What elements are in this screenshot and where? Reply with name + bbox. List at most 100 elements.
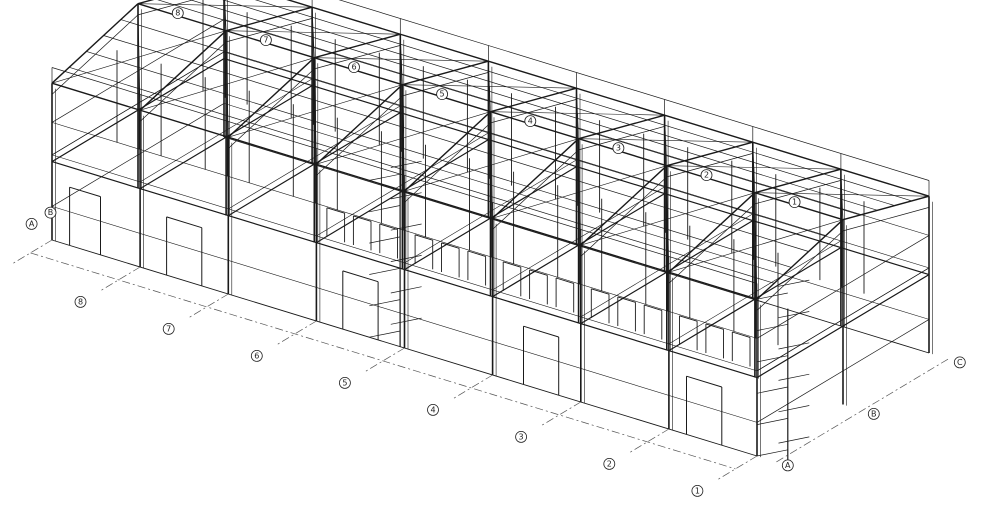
roof-bubble-3-text: 3 — [616, 144, 621, 153]
grid-right-C-circle — [953, 356, 966, 369]
grid-bubble-5-text: 5 — [342, 378, 347, 387]
grid-bubble-2-circle — [603, 457, 616, 470]
rafter — [492, 138, 580, 219]
rafter-lower-chord — [51, 14, 139, 95]
grid-dash-tick — [718, 455, 758, 480]
grid-left-A-circle — [25, 217, 38, 230]
girt — [223, 51, 930, 269]
purlin — [157, 0, 861, 216]
stair-flight — [390, 317, 422, 325]
purlin — [189, 0, 878, 211]
mezzanine-window — [326, 207, 345, 214]
purlin — [51, 82, 758, 300]
grid-bubble-6-circle — [250, 349, 263, 362]
stair-flight — [756, 323, 788, 331]
rafter — [225, 6, 313, 32]
grid-right-C-text: C — [957, 358, 963, 367]
grid-dash-tick — [277, 320, 317, 345]
rafter — [227, 57, 315, 138]
grid-right-A-circle — [781, 459, 794, 472]
roof-bubble-7-text: 7 — [263, 36, 268, 45]
grid-bubble-4: 4 — [427, 403, 439, 416]
rafter-lower-chord — [226, 18, 313, 43]
roof-bubble-6-text: 6 — [351, 63, 356, 72]
rafter — [578, 114, 665, 140]
grid-left-B: B — [44, 206, 57, 219]
grid-bubble-7: 7 — [162, 322, 175, 335]
grid-bubble-8-text: 8 — [78, 297, 83, 306]
grid-bubble-1-text: 1 — [695, 486, 700, 495]
roof-bubble-8: 8 — [171, 7, 184, 20]
stair-flight — [778, 373, 810, 381]
door-head — [686, 375, 722, 388]
mezzanine-window — [555, 277, 574, 284]
girt — [223, 58, 930, 276]
roof-bubble-8-text: 8 — [175, 9, 180, 18]
grid-bubble-5-circle — [338, 376, 351, 389]
grid-right-A: A — [781, 459, 794, 472]
grid-bubble-3-circle — [515, 430, 527, 443]
rafter — [139, 30, 227, 111]
grid-bubble-1-circle — [691, 484, 704, 497]
rafter — [754, 168, 842, 194]
grid-bubble-6: 6 — [250, 349, 263, 362]
stair-flight — [756, 449, 788, 457]
grid-dash-tick — [13, 239, 53, 264]
roof-bubble-4-circle — [524, 115, 537, 127]
grid-bubble-3: 3 — [515, 430, 527, 443]
roof-bubble-4: 4 — [524, 115, 537, 127]
grid-dash-right — [776, 358, 949, 463]
grid-dash-lines — [13, 239, 949, 480]
mezzanine-window — [503, 261, 521, 268]
rafter-lower-chord — [137, 0, 194, 16]
roof-bubble-3: 3 — [612, 142, 625, 155]
mezzanine-window — [441, 242, 460, 249]
grid-left-B-text: B — [48, 208, 54, 217]
grid-bubble-6-text: 6 — [254, 351, 259, 360]
grid-bubble-8-circle — [74, 295, 87, 308]
grid-left-A: A — [25, 217, 38, 230]
purlin — [120, 19, 826, 236]
mezzanine-window — [732, 331, 751, 338]
gable-girt — [756, 267, 930, 372]
rafter — [404, 111, 491, 192]
stair-flight — [369, 205, 401, 213]
mezzanine-window — [529, 269, 548, 276]
roof-bubble-5: 5 — [436, 88, 449, 100]
stair-flight — [778, 405, 810, 413]
rafter-lower-chord — [314, 45, 401, 70]
door-head — [69, 186, 101, 198]
girt — [51, 122, 758, 339]
gable-girt — [51, 19, 225, 123]
girt — [223, 19, 930, 236]
stair-flight — [756, 386, 788, 394]
purlin — [86, 51, 792, 268]
gable-girt — [756, 274, 930, 378]
mezzanine-window — [414, 234, 433, 241]
purlin — [69, 66, 775, 284]
rafter — [668, 192, 756, 273]
stair-flight — [778, 342, 810, 350]
base-beam — [223, 136, 930, 354]
girt — [51, 161, 758, 379]
mezzanine-window — [379, 223, 398, 230]
grid-bubble-2: 2 — [603, 457, 616, 470]
rafter-lower-chord — [578, 126, 665, 151]
grid-right-B: B — [867, 407, 880, 420]
grid-bubble-3-text: 3 — [519, 432, 524, 441]
grid-dash-tick — [630, 428, 670, 453]
grid-right-A-text: A — [785, 461, 791, 470]
rafter — [402, 60, 489, 86]
grid-left-A-text: A — [29, 219, 35, 228]
stair-flight — [369, 236, 401, 244]
grid-left-B-circle — [44, 206, 57, 219]
mezzanine-window — [591, 288, 610, 295]
roof-bubble-7-circle — [259, 34, 272, 46]
purlin — [254, 0, 912, 202]
gable-girt — [756, 319, 930, 423]
rafter-lower-chord — [842, 207, 930, 232]
rafter — [756, 219, 844, 300]
grid-dash-tick — [365, 347, 405, 372]
grid-right-B-circle — [867, 407, 880, 420]
